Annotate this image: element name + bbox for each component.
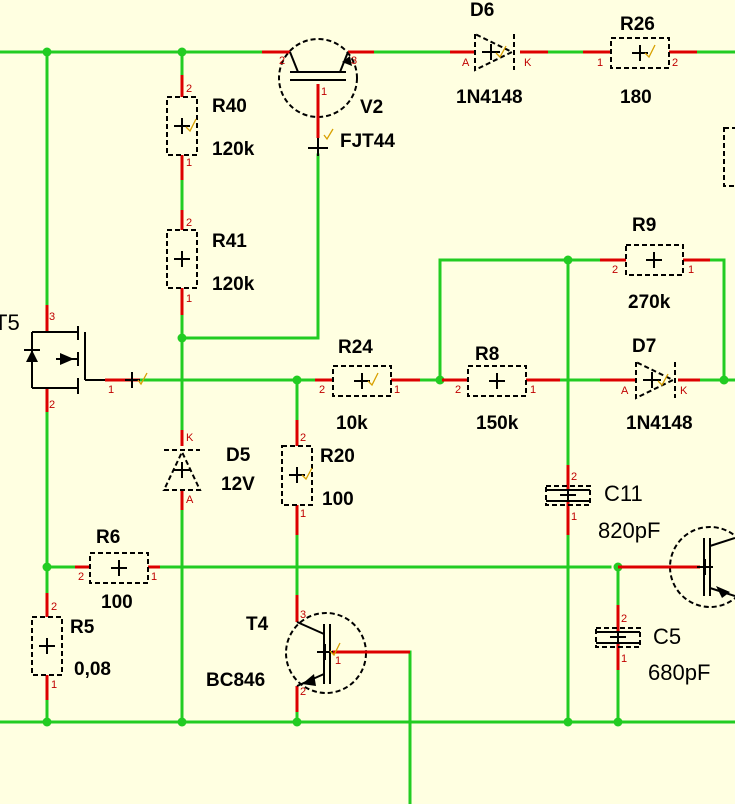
junctions bbox=[42, 47, 729, 727]
resistor-r41[interactable]: 2 1 R41 120k bbox=[166, 210, 255, 315]
pin-label: A bbox=[621, 385, 629, 397]
ref-label: C11 bbox=[604, 481, 643, 506]
ref-label: R41 bbox=[212, 231, 247, 252]
ref-label: R40 bbox=[212, 96, 247, 117]
resistor-r9[interactable]: 2 1 R9 270k bbox=[600, 215, 710, 313]
pin-label: 1 bbox=[186, 293, 192, 305]
pin-label: 1 bbox=[688, 264, 694, 276]
ref-label: C5 bbox=[653, 624, 681, 649]
value-label: 680pF bbox=[648, 660, 710, 685]
zener-d5[interactable]: K A D5 12V bbox=[162, 430, 255, 510]
pin-label: 3 bbox=[351, 55, 357, 67]
mosfet-t5[interactable]: 3 2 1 T5 bbox=[0, 305, 148, 412]
pin-label: 2 bbox=[186, 217, 192, 229]
pin-label: K bbox=[186, 432, 194, 444]
pin-label: 2 bbox=[455, 384, 461, 396]
partial-component-right bbox=[723, 127, 735, 187]
pin-label: 2 bbox=[279, 55, 285, 67]
value-label: 1N4148 bbox=[456, 87, 523, 108]
pin-label: K bbox=[680, 385, 688, 397]
pin-label: 2 bbox=[621, 613, 627, 625]
value-label: 120k bbox=[212, 274, 255, 295]
ref-label: R8 bbox=[475, 344, 499, 365]
ref-label: T5 bbox=[0, 310, 20, 335]
resistor-r5[interactable]: 2 1 R5 0,08 bbox=[31, 593, 111, 700]
pin-label: 2 bbox=[612, 264, 618, 276]
resistor-r8[interactable]: 2 1 R8 150k bbox=[442, 344, 560, 434]
pin-label: 2 bbox=[571, 471, 577, 483]
pin-label: 1 bbox=[51, 679, 57, 691]
capacitor-c11[interactable]: 2 1 C11 820pF bbox=[545, 465, 660, 543]
ref-label: R24 bbox=[338, 337, 373, 358]
pin-label: 2 bbox=[672, 57, 678, 69]
pin-label: 2 bbox=[49, 399, 55, 411]
pin-label: 1 bbox=[151, 571, 157, 583]
ref-label: R9 bbox=[632, 215, 656, 236]
transistor-t4[interactable]: 3 2 1 T4 BC846 bbox=[206, 595, 410, 712]
resistor-r40[interactable]: 2 1 R40 120k bbox=[166, 75, 255, 180]
ref-label: R6 bbox=[96, 527, 120, 548]
value-label: 180 bbox=[620, 87, 652, 108]
transistor-v2[interactable]: 2 3 1 V2 FJT44 bbox=[262, 38, 395, 156]
wires bbox=[0, 50, 735, 804]
pin-label: 1 bbox=[530, 384, 536, 396]
value-label: 120k bbox=[212, 139, 255, 160]
capacitor-c5[interactable]: 2 1 C5 680pF bbox=[595, 605, 710, 685]
ref-label: R5 bbox=[70, 617, 95, 638]
pin-label: 2 bbox=[300, 432, 306, 444]
pin-label: 3 bbox=[49, 311, 55, 323]
pin-label: 2 bbox=[51, 601, 57, 613]
pin-label: 1 bbox=[300, 508, 306, 520]
value-label: 10k bbox=[336, 413, 368, 434]
partial-transistor-right bbox=[618, 526, 735, 608]
pin-label: 2 bbox=[186, 83, 192, 95]
pin-label: A bbox=[462, 57, 470, 69]
value-label: 0,08 bbox=[74, 659, 111, 680]
value-label: 12V bbox=[221, 474, 255, 495]
pin-label: 3 bbox=[300, 609, 306, 621]
pin-label: 1 bbox=[321, 86, 327, 98]
value-label: FJT44 bbox=[340, 131, 395, 152]
ref-label: D7 bbox=[632, 336, 656, 357]
value-label: 270k bbox=[628, 292, 671, 313]
pin-label: A bbox=[186, 494, 194, 506]
pin-label: 1 bbox=[394, 384, 400, 396]
pin-label: 1 bbox=[597, 57, 603, 69]
pin-label: 1 bbox=[571, 511, 577, 523]
pin-label: 2 bbox=[319, 384, 325, 396]
ref-label: D6 bbox=[470, 0, 494, 21]
resistor-r26[interactable]: 1 2 R26 180 bbox=[583, 14, 697, 108]
pin-label: 1 bbox=[108, 384, 114, 396]
value-label: 150k bbox=[476, 413, 519, 434]
diode-d7[interactable]: A K D7 1N4148 bbox=[600, 336, 700, 434]
pin-label: 2 bbox=[78, 571, 84, 583]
pin-label: 2 bbox=[300, 686, 306, 698]
ref-label: R26 bbox=[620, 14, 655, 35]
pin-label: 1 bbox=[335, 655, 341, 667]
ref-label: D5 bbox=[226, 445, 251, 466]
resistor-r20[interactable]: 2 1 R20 100 bbox=[281, 420, 355, 535]
ref-label: R20 bbox=[320, 446, 355, 467]
resistor-r6[interactable]: 2 1 R6 100 bbox=[75, 527, 160, 613]
diode-d6[interactable]: A K D6 1N4148 bbox=[450, 0, 548, 108]
value-label: 820pF bbox=[598, 518, 660, 543]
ref-label: T4 bbox=[246, 614, 269, 635]
value-label: 100 bbox=[101, 592, 133, 613]
value-label: BC846 bbox=[206, 670, 265, 691]
pin-label: K bbox=[524, 57, 532, 69]
resistor-r24[interactable]: 2 1 R24 10k bbox=[315, 337, 420, 434]
pin-label: 1 bbox=[186, 157, 192, 169]
value-label: 100 bbox=[322, 489, 354, 510]
pin-label: 1 bbox=[621, 653, 627, 665]
value-label: 1N4148 bbox=[626, 413, 693, 434]
ref-label: V2 bbox=[360, 97, 383, 118]
